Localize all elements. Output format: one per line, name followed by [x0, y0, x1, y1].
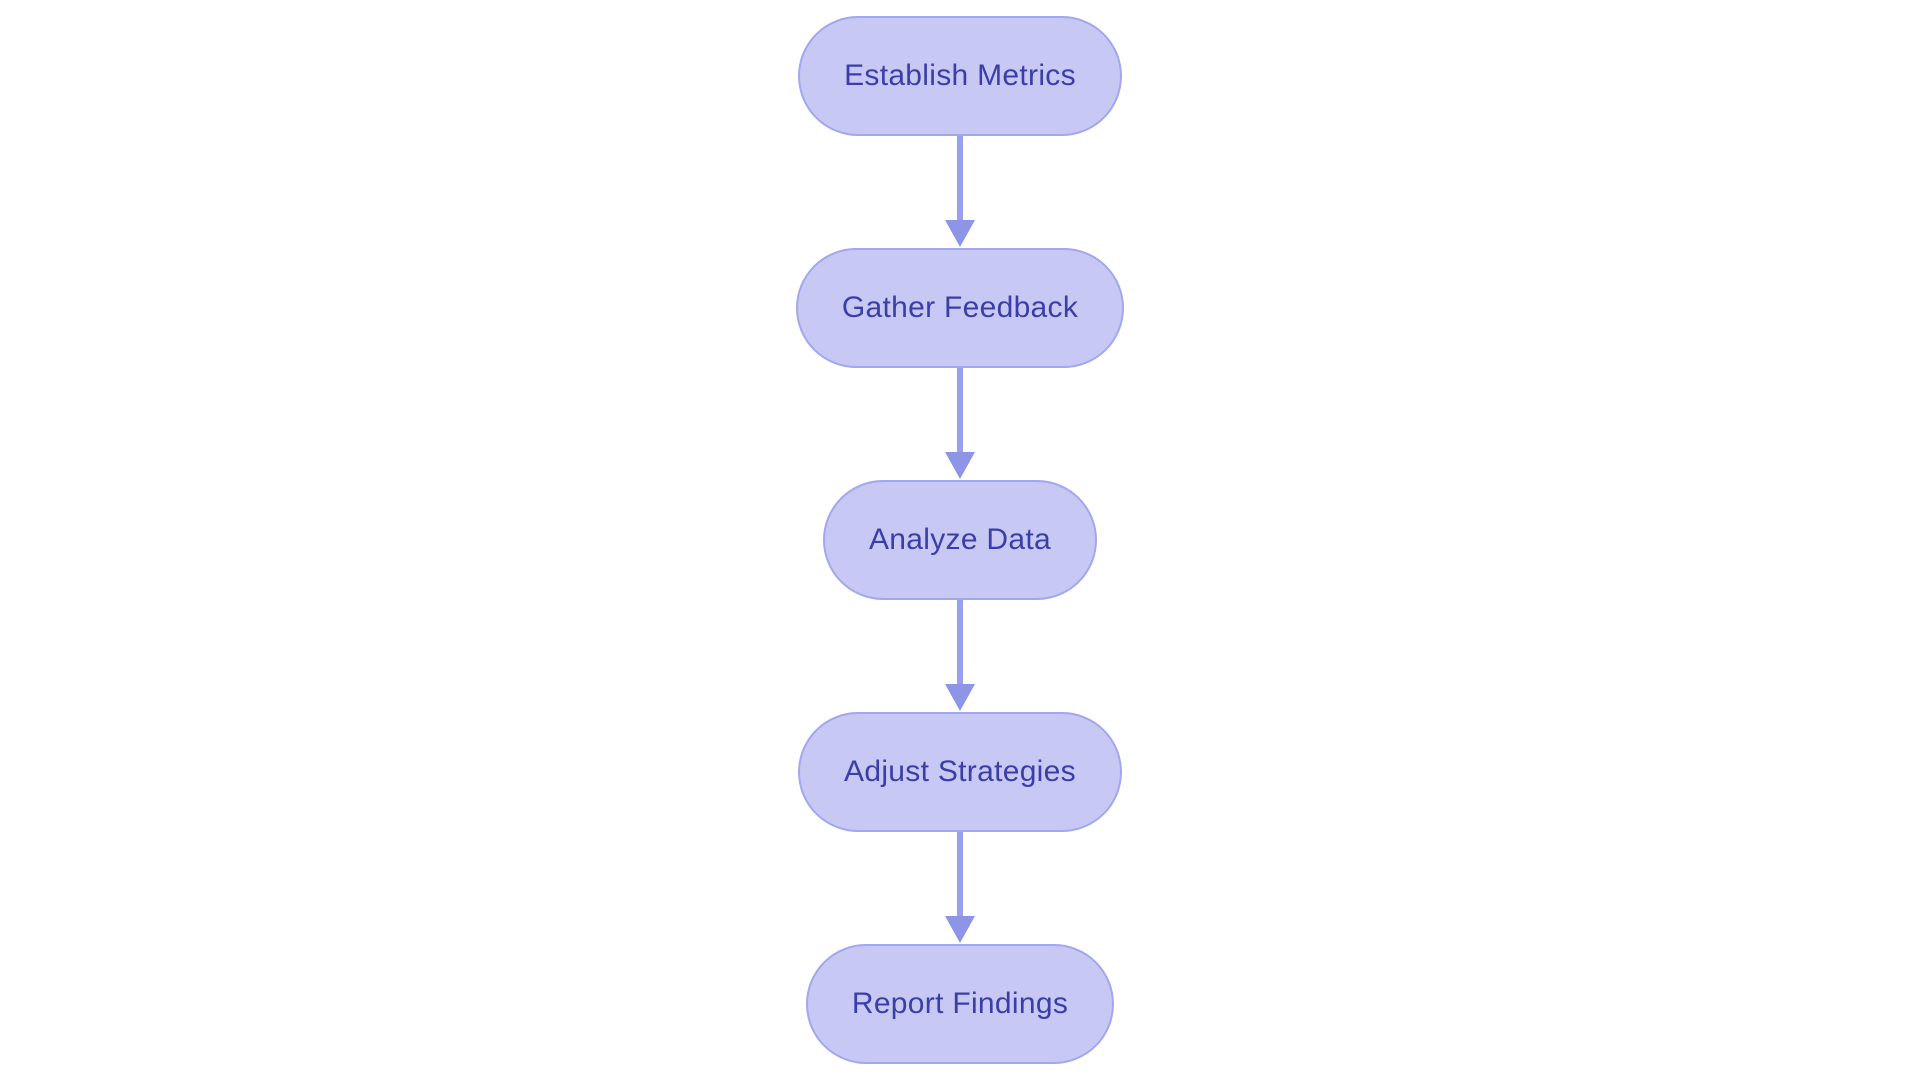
- arrow-down-icon: [945, 452, 975, 479]
- arrow-shaft: [957, 136, 963, 221]
- arrow-down-icon: [945, 684, 975, 711]
- flow-node-analyze-data: Analyze Data: [822, 480, 1098, 600]
- flow-node-label: Gather Feedback: [841, 291, 1079, 324]
- flow-arrow: [945, 368, 975, 480]
- arrow-down-icon: [945, 220, 975, 247]
- flow-node-establish-metrics: Establish Metrics: [798, 16, 1122, 136]
- flow-node-label: Analyze Data: [868, 523, 1052, 556]
- flow-node-label: Adjust Strategies: [844, 755, 1076, 788]
- arrow-shaft: [957, 832, 963, 917]
- flow-node-adjust-strategies: Adjust Strategies: [798, 712, 1122, 832]
- flow-node-gather-feedback: Gather Feedback: [795, 248, 1125, 368]
- flow-node-label: Report Findings: [851, 987, 1069, 1020]
- flow-node-report-findings: Report Findings: [805, 944, 1115, 1064]
- flow-arrow: [945, 136, 975, 248]
- arrow-shaft: [957, 368, 963, 453]
- arrow-shaft: [957, 600, 963, 685]
- arrow-down-icon: [945, 916, 975, 943]
- flow-arrow: [945, 600, 975, 712]
- flow-node-label: Establish Metrics: [844, 59, 1076, 92]
- flow-arrow: [945, 832, 975, 944]
